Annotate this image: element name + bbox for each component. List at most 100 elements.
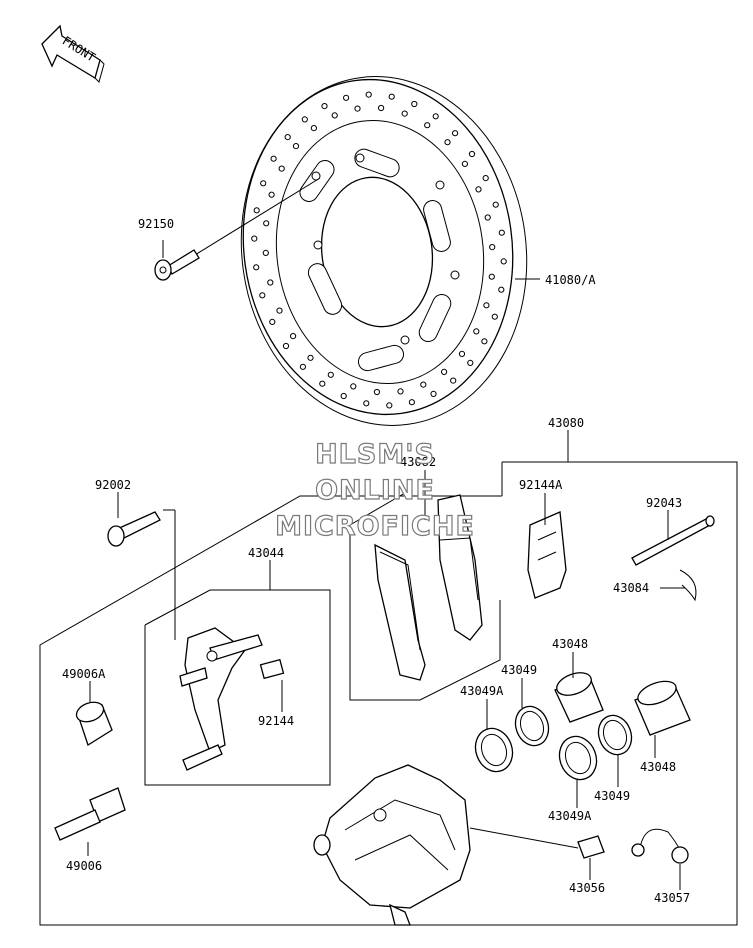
- assembly-frames: [39, 461, 738, 926]
- disc-drill-hole: [253, 264, 260, 271]
- seals: [474, 705, 633, 781]
- label-92002: 92002: [95, 478, 131, 492]
- disc-drill-hole: [452, 130, 459, 137]
- disc-drill-hole: [343, 94, 350, 101]
- label-92043: 92043: [646, 496, 682, 510]
- disc-drill-hole: [444, 139, 451, 146]
- disc-drill-hole: [267, 279, 274, 286]
- disc-drill-hole: [432, 113, 439, 120]
- caliper-bolt: [107, 511, 161, 547]
- disc-drill-hole: [483, 302, 490, 309]
- disc-drill-hole: [420, 381, 427, 388]
- disc-drill-hole: [350, 383, 357, 390]
- label-43048-upper: 43048: [552, 637, 588, 651]
- label-43084: 43084: [613, 581, 649, 595]
- disc-drill-hole: [411, 100, 418, 108]
- disc-drill-hole: [388, 93, 395, 100]
- disc-drill-hole: [290, 333, 297, 340]
- label-41080-a: 41080/A: [545, 273, 596, 287]
- disc-drill-hole: [373, 388, 380, 396]
- brake-disc: [240, 76, 528, 426]
- disc-drill-hole: [441, 368, 448, 375]
- disc-drill-hole: [292, 143, 300, 150]
- disc-drill-hole: [268, 191, 275, 198]
- disc-drill-hole: [484, 214, 491, 221]
- watermark-line-1: HLSM'S: [315, 439, 435, 470]
- label-49006a: 49006A: [62, 667, 106, 681]
- caliper-body: [313, 764, 471, 926]
- bleeder-valve: [469, 827, 605, 859]
- disc-drill-hole: [260, 180, 267, 187]
- label-43049a-lower: 43049A: [548, 809, 592, 823]
- disc-drill-hole: [259, 292, 266, 299]
- disc-drill-hole: [321, 103, 328, 110]
- label-43080: 43080: [548, 416, 584, 430]
- disc-drill-hole: [489, 244, 496, 251]
- label-49006: 49006: [66, 859, 102, 873]
- label-43057: 43057: [654, 891, 690, 905]
- disc-drill-hole: [458, 350, 466, 357]
- disc-drill-hole: [253, 207, 260, 214]
- disc-drill-hole: [262, 249, 269, 256]
- disc-drill-hole: [307, 354, 314, 361]
- watermark: HLSM'S ONLINE MICROFICHE: [274, 438, 474, 542]
- disc-drill-hole: [269, 318, 276, 325]
- disc-drill-hole: [301, 116, 308, 123]
- disc-bolt: [154, 177, 321, 281]
- disc-drill-hole: [270, 155, 277, 162]
- front-arrow-icon: FRONT: [41, 24, 105, 83]
- label-92150: 92150: [138, 217, 174, 231]
- disc-drill-holes: [251, 91, 507, 409]
- disc-drill-hole: [491, 313, 498, 320]
- disc-drill-hole: [424, 122, 431, 129]
- disc-drill-hole: [475, 186, 482, 193]
- caliper-bracket: [179, 627, 263, 771]
- disc-drill-hole: [340, 392, 347, 400]
- disc-drill-hole: [488, 273, 495, 280]
- disc-drill-hole: [310, 125, 317, 132]
- disc-drill-hole: [397, 388, 404, 395]
- disc-drill-hole: [263, 220, 270, 227]
- disc-drill-hole: [473, 328, 480, 335]
- label-92144a: 92144A: [519, 478, 563, 492]
- disc-drill-hole: [278, 165, 285, 172]
- disc-drill-hole: [299, 363, 306, 370]
- disc-drill-hole: [468, 150, 476, 158]
- disc-drill-hole: [282, 342, 290, 350]
- slide-pin: [54, 787, 126, 841]
- disc-drill-hole: [461, 160, 468, 167]
- disc-drill-hole: [354, 105, 361, 112]
- piston-upper: [554, 672, 604, 723]
- disc-drill-hole: [492, 201, 499, 208]
- disc-drill-hole: [363, 400, 370, 407]
- disc-drill-hole: [331, 112, 338, 119]
- disc-drill-hole: [430, 390, 437, 397]
- piston-lower: [634, 680, 691, 736]
- part-labels: 92150 41080/A 43080 43082 92002 92144A 9…: [62, 217, 690, 905]
- disc-drill-hole: [327, 371, 334, 378]
- disc-drill-hole: [481, 338, 488, 345]
- disc-drill-hole: [319, 380, 326, 387]
- disc-drill-hole: [378, 104, 385, 112]
- disc-drill-hole: [498, 229, 505, 236]
- disc-drill-hole: [498, 286, 505, 293]
- disc-drill-hole: [365, 91, 372, 98]
- disc-drill-hole: [450, 377, 457, 384]
- watermark-line-2: ONLINE: [315, 475, 435, 506]
- label-43049-lower: 43049: [594, 789, 630, 803]
- disc-drill-hole: [386, 402, 393, 409]
- pin-clip: [679, 569, 697, 602]
- label-43048-lower: 43048: [640, 760, 676, 774]
- disc-drill-hole: [467, 359, 474, 366]
- label-43049a-upper: 43049A: [460, 684, 504, 698]
- disc-drill-hole: [401, 110, 408, 117]
- disc-drill-hole: [276, 307, 283, 314]
- label-43082: 43082: [400, 455, 436, 469]
- bleeder-cap: [631, 828, 689, 864]
- label-92144: 92144: [258, 714, 294, 728]
- disc-drill-hole: [408, 399, 415, 406]
- disc-drill-hole: [482, 175, 489, 182]
- label-43049-upper: 43049: [501, 663, 537, 677]
- pad-pin: [631, 515, 715, 566]
- bracket-clip: [259, 658, 285, 680]
